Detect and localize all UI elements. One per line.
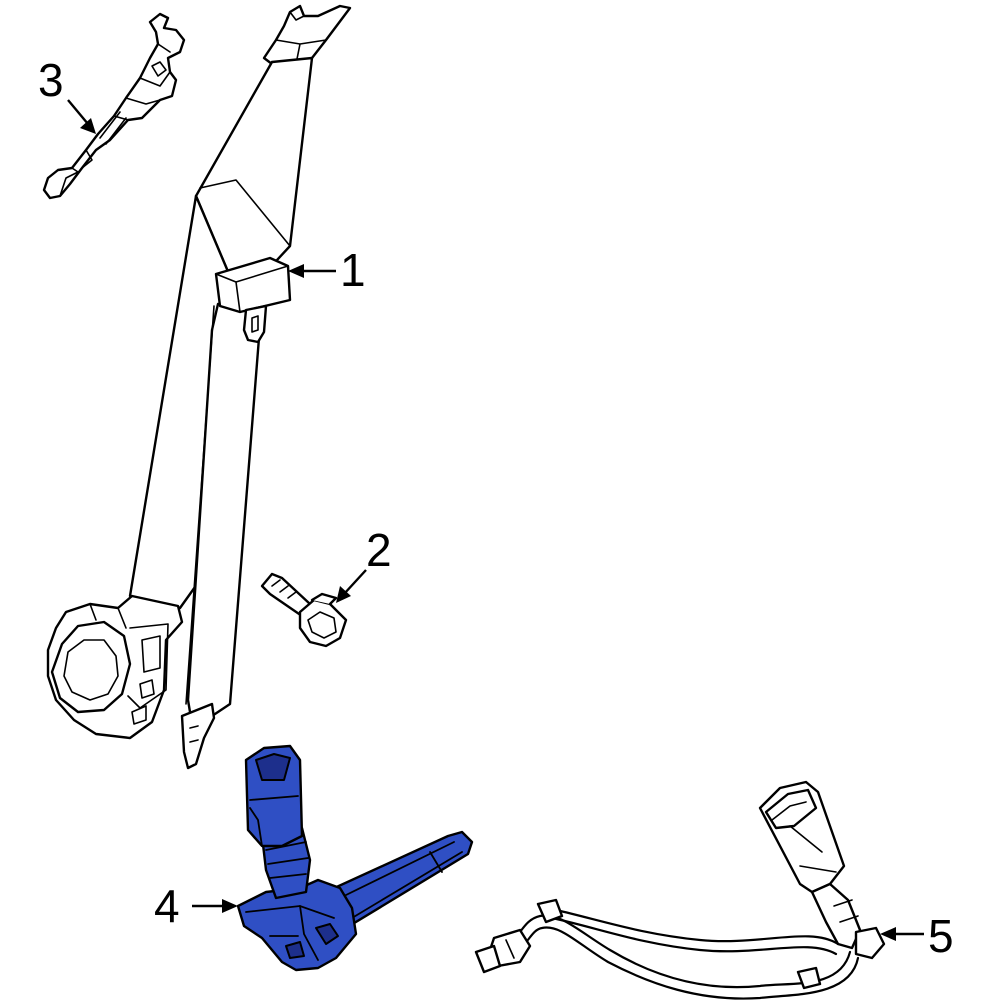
callout-2-arrowhead	[336, 586, 351, 603]
callout-number-1: 1	[340, 244, 366, 296]
callout-4-arrowhead	[222, 899, 238, 913]
callout-number-3: 3	[38, 54, 64, 106]
callout-1-arrowhead	[288, 264, 304, 278]
part-5-buckle-with-harness	[474, 780, 886, 1000]
callout-number-2: 2	[366, 524, 392, 576]
callout-3-arrowhead	[80, 118, 96, 134]
part-2-anchor-bolt	[260, 572, 348, 648]
part-3-belt-guide	[42, 12, 186, 200]
part-1-seat-belt-assembly	[46, 4, 352, 770]
callout-arrows	[67, 99, 924, 941]
callout-number-5: 5	[928, 910, 954, 962]
callout-number-4: 4	[154, 880, 180, 932]
part-4-buckle-pretensioner	[236, 744, 474, 972]
callout-3-leader	[67, 99, 89, 125]
callout-5-arrowhead	[880, 927, 896, 941]
callout-2-leader	[343, 569, 367, 595]
